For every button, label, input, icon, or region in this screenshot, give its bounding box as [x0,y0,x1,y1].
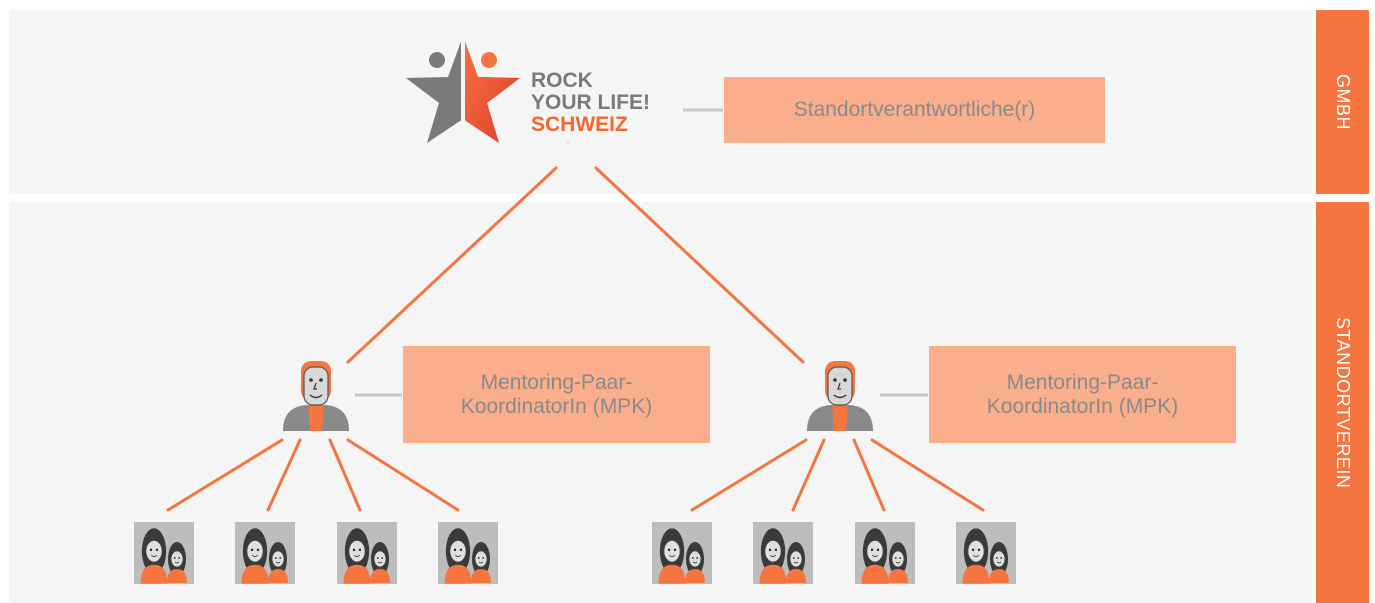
standortverein-tab: STANDORTVEREIN [1316,202,1369,603]
logo-line-your-life: YOUR LIFE! [531,91,650,114]
mentoring-pair-icon [235,522,295,584]
mentoring-pair-icon [753,522,813,584]
role-mpk-left: Mentoring-Paar-KoordinatorIn (MPK) [403,346,710,443]
line-mpk-right-to-pair-1 [690,438,808,512]
gmbh-tab: GMBH [1316,10,1369,194]
role-standortverantwortliche-label: Standortverantwortliche(r) [793,98,1036,121]
mentoring-pair-icon [438,522,498,584]
logo-line-schweiz: SCHWEIZ [531,113,628,136]
role-standortverantwortliche: Standortverantwortliche(r) [724,77,1105,143]
line-mpk-left-to-pair-2 [266,438,302,512]
line-mpk-right-to-pair-2 [791,438,826,512]
line-mpk-left-to-pair-3 [328,438,362,512]
coordinator-right-avatar-icon [807,361,873,431]
coordinator-left-avatar-icon [283,361,349,431]
line-mpk-left-to-pair-1 [166,438,284,512]
logo-line-rock: ROCK [531,69,593,92]
gmbh-tab-label: GMBH [1333,74,1353,130]
mentoring-pair-icon [855,522,915,584]
mentoring-pair-icon [956,522,1016,584]
mentoring-pair-icon [134,522,194,584]
role-mpk-left-label: Mentoring-Paar-KoordinatorIn (MPK) [460,370,653,418]
role-mpk-right-label: Mentoring-Paar-KoordinatorIn (MPK) [986,370,1179,418]
role-mpk-right: Mentoring-Paar-KoordinatorIn (MPK) [929,346,1236,443]
line-mpk-right-to-pair-4 [870,438,985,512]
star-logo-icon [406,36,520,143]
mentoring-pair-icon [337,522,397,584]
mentoring-pair-icon [652,522,712,584]
line-head-to-mpk-right [594,166,805,364]
line-mpk-right-to-pair-3 [852,438,886,512]
line-head-to-mpk-left [346,166,558,364]
logo-wordmark: ROCK YOUR LIFE! SCHWEIZ [531,70,650,136]
line-mpk-left-to-pair-4 [346,438,460,512]
standortverein-tab-label: STANDORTVEREIN [1333,316,1353,489]
